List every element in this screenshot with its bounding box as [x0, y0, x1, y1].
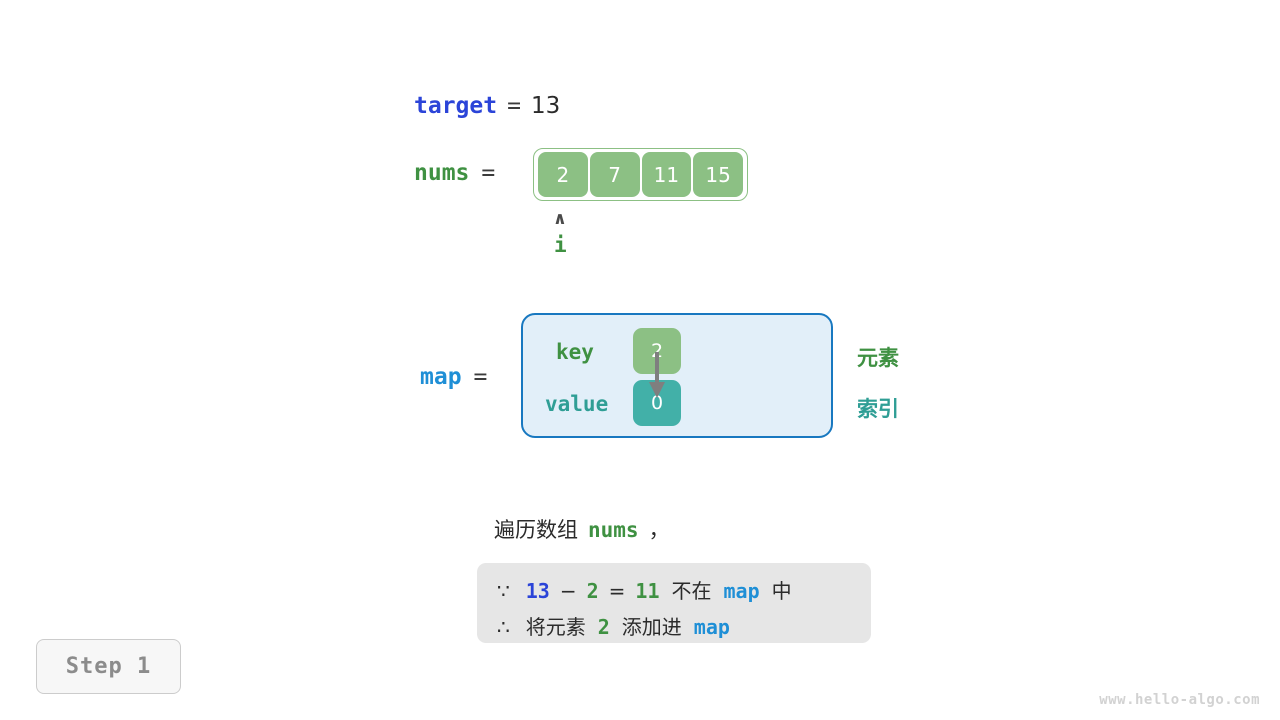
index-pointer-label: i [554, 233, 567, 257]
reasoning-note-box: ∵ 13 − 2 = 11 不在 map 中 ∴ 将元素 2 添加进 map [477, 563, 871, 643]
note-add-element-text: 将元素 [525, 615, 586, 639]
caption-suffix: ， [648, 518, 670, 542]
map-variable-label: map = [420, 364, 487, 390]
array-cell-3: 15 [693, 152, 743, 197]
reasoning-line-2: ∴ 将元素 2 添加进 map [497, 609, 851, 645]
caption-code-nums: nums [588, 518, 639, 542]
nums-equals-sign: = [481, 160, 496, 186]
note-not-in-text: 不在 [671, 579, 712, 603]
note-complement-value: 11 [635, 579, 660, 603]
array-cell-1: 7 [589, 152, 640, 197]
map-value-row-label: value [545, 392, 609, 416]
map-key-row-label: key [556, 340, 594, 364]
map-equals-sign: = [473, 364, 488, 390]
note-in-text: 中 [771, 579, 792, 603]
note-map-keyword-1: map [723, 579, 760, 603]
note-add-into-text: 添加进 [621, 615, 682, 639]
map-keyword: map [420, 364, 462, 390]
therefore-symbol-icon: ∴ [497, 615, 510, 639]
target-keyword: target [414, 93, 498, 119]
note-equals-operator: = [608, 579, 626, 603]
nums-variable-label: nums = [414, 160, 495, 186]
note-minus-operator: − [559, 579, 577, 603]
nums-array-container: 2 7 11 15 [533, 148, 748, 201]
target-equals-sign: = [507, 93, 521, 119]
because-symbol-icon: ∵ [497, 579, 510, 603]
target-value: 13 [530, 93, 561, 119]
array-cell-2: 11 [641, 152, 692, 197]
legend-index-label: 索引 [857, 397, 899, 421]
array-cell-0: 2 [538, 152, 588, 197]
reasoning-line-1: ∵ 13 − 2 = 11 不在 map 中 [497, 573, 851, 609]
caption-prefix: 遍历数组 [494, 518, 578, 542]
note-current-element: 2 [586, 579, 599, 603]
caption-line: 遍历数组 nums ， [494, 514, 670, 544]
target-variable-row: target = 13 [414, 93, 560, 119]
note-map-keyword-2: map [693, 615, 730, 639]
step-badge: Step 1 [36, 639, 181, 694]
watermark: www.hello-algo.com [1099, 692, 1260, 708]
index-pointer-caret-icon: ∧ [553, 209, 567, 229]
key-to-value-arrow-icon [649, 352, 665, 398]
note-added-element: 2 [597, 615, 610, 639]
note-target-value: 13 [525, 579, 550, 603]
nums-keyword: nums [414, 160, 470, 186]
legend-element-label: 元素 [857, 346, 899, 370]
